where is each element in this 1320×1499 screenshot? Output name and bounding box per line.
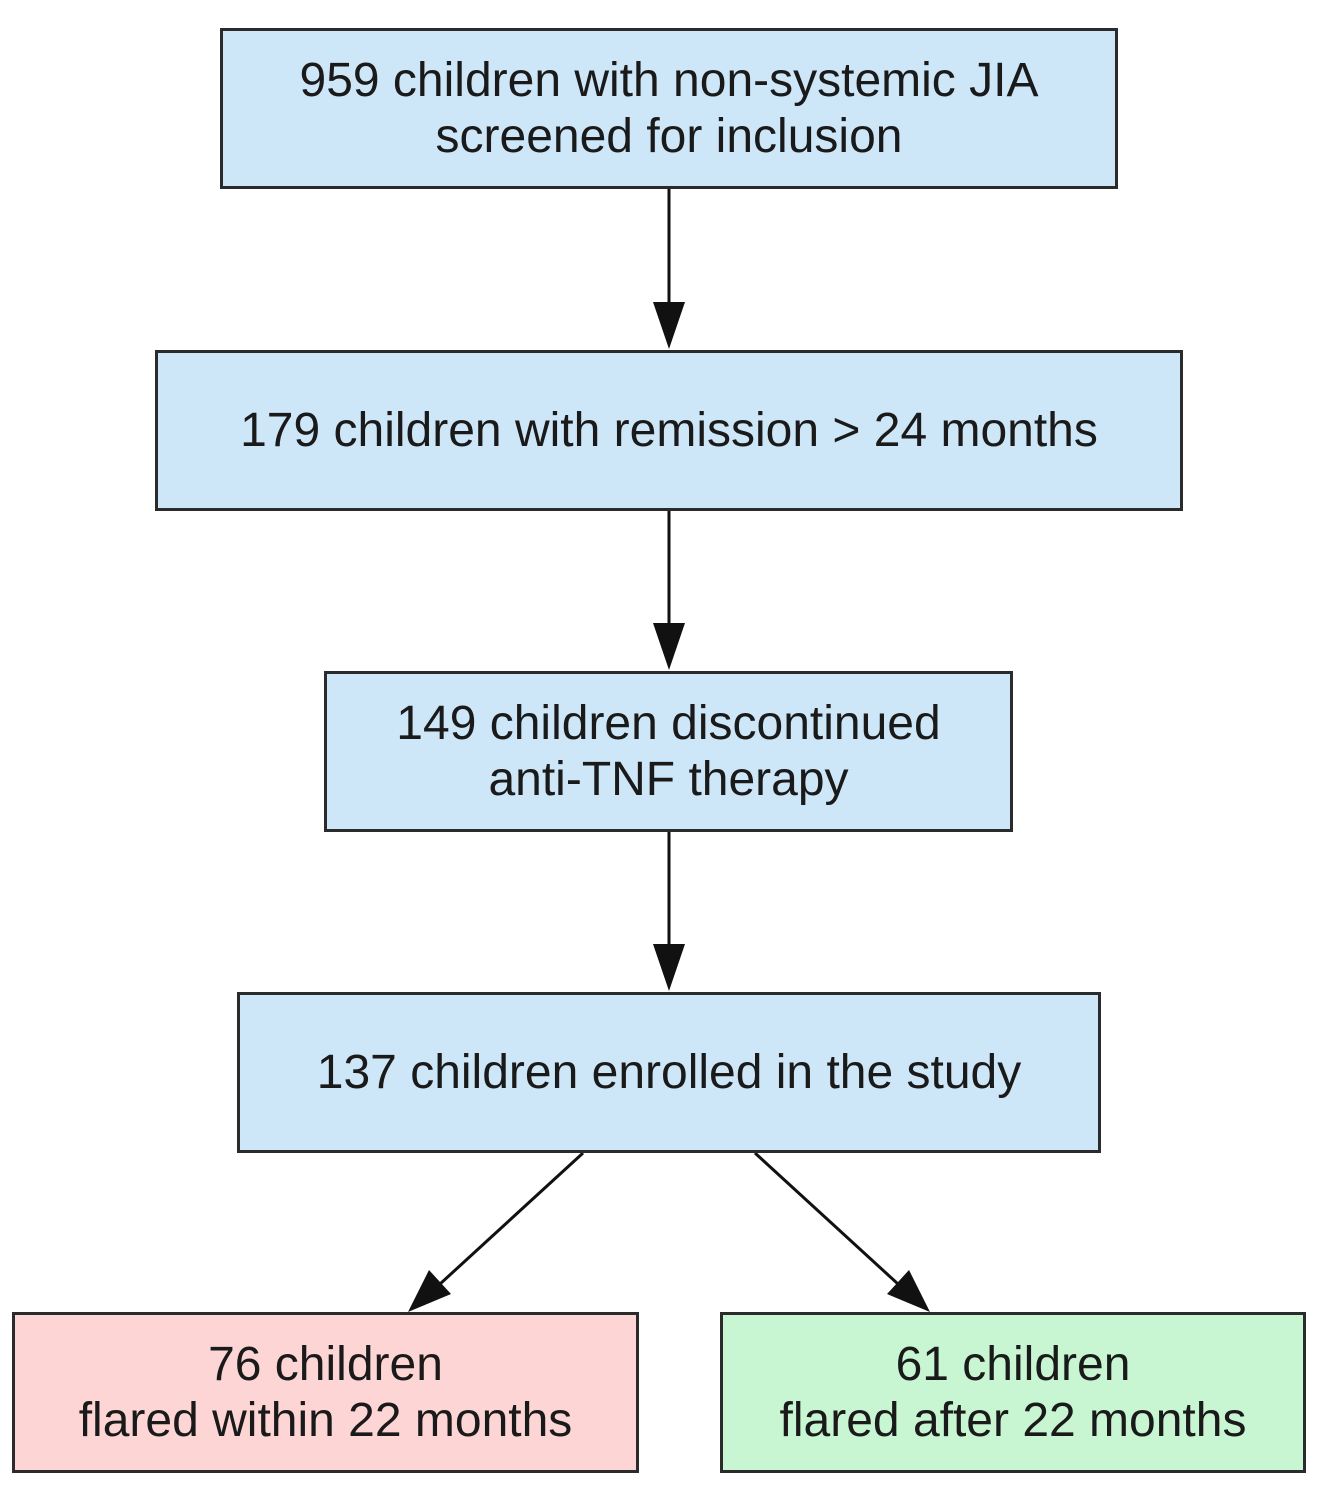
edge-screened-to-remission — [653, 189, 685, 349]
node-enrolled: 137 children enrolled in the study — [237, 992, 1101, 1153]
node-flared-within: 76 children flared within 22 months — [12, 1312, 639, 1473]
edge-enrolled-to-flared-within — [408, 1151, 585, 1312]
edge-remission-to-discontinued — [653, 511, 685, 670]
edge-enrolled-to-flared-after — [753, 1151, 930, 1312]
node-discontinued: 149 children discontinued anti-TNF thera… — [324, 671, 1013, 832]
node-flared-within-line1: 76 children — [208, 1337, 443, 1391]
edge-discontinued-to-enrolled — [653, 832, 685, 991]
node-flared-within-line2: flared within 22 months — [78, 1393, 573, 1447]
node-discontinued-line1: 149 children discontinued — [396, 696, 941, 750]
node-flared-after-line2: flared after 22 months — [779, 1393, 1247, 1447]
node-flared-after: 61 children flared after 22 months — [720, 1312, 1306, 1473]
node-screened-line2: screened for inclusion — [435, 109, 903, 163]
node-remission: 179 children with remission > 24 months — [155, 350, 1183, 511]
node-discontinued-line2: anti-TNF therapy — [488, 752, 849, 806]
node-flared-after-line1: 61 children — [895, 1337, 1131, 1391]
node-remission-line1: 179 children with remission > 24 months — [240, 403, 1098, 457]
node-screened: 959 children with non-systemic JIA scree… — [220, 28, 1118, 189]
node-enrolled-line1: 137 children enrolled in the study — [316, 1045, 1022, 1099]
node-screened-line1: 959 children with non-systemic JIA — [299, 53, 1039, 107]
